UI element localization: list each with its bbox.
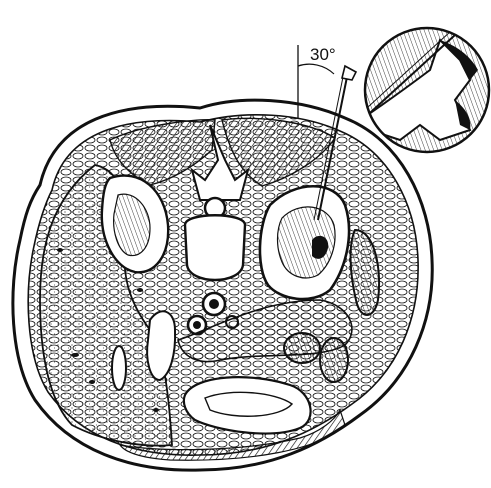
right-kidney (260, 186, 349, 299)
angle-label: 30° (310, 45, 336, 64)
